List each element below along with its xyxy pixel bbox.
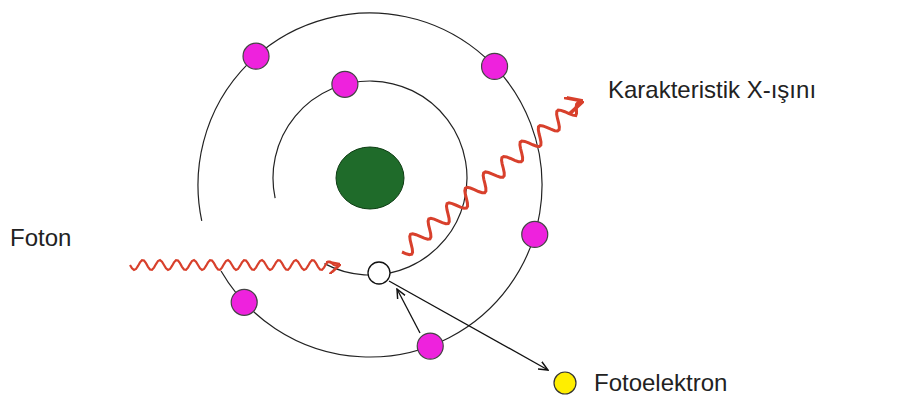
- incident-photon: [130, 260, 338, 270]
- photoelectron: [554, 372, 576, 394]
- electron: [231, 289, 257, 315]
- transition-arrow: [397, 289, 420, 333]
- electron: [332, 71, 358, 97]
- x-ray-photon: [402, 102, 580, 255]
- nucleus: [336, 147, 404, 209]
- electron: [417, 333, 443, 359]
- electron-orbit: [273, 81, 467, 275]
- label-text: Foton: [10, 224, 71, 253]
- label-text: Karakteristik X-ışını: [608, 76, 816, 105]
- electron: [482, 53, 508, 79]
- electron-orbit: [198, 13, 542, 357]
- electron: [522, 221, 548, 247]
- electron: [243, 43, 269, 69]
- electron-hole: [368, 262, 390, 284]
- label-text: Fotoelektron: [594, 369, 727, 398]
- photoelectron-path: [389, 281, 548, 370]
